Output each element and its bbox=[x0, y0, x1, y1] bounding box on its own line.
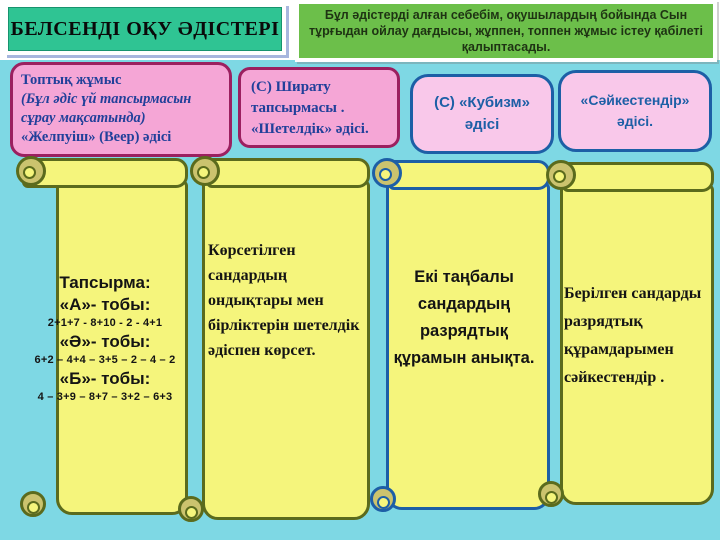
scroll-curl-top-icon bbox=[546, 160, 576, 190]
scroll-band bbox=[562, 162, 714, 192]
task-text: Екі таңбалы сандардың разрядтық құрамын … bbox=[393, 268, 535, 367]
scroll-curl-bottom-icon bbox=[370, 486, 396, 512]
method-card-line: «Шетелдік» әдісі. bbox=[251, 121, 369, 137]
method-card-title: Топтық жұмыс bbox=[21, 72, 122, 88]
group-b-label: «Б»- тобы: bbox=[59, 369, 151, 388]
method-card-group-work: Топтық жұмыс (Бұл әдіс үй тапсырмасын сұ… bbox=[10, 62, 232, 157]
group-ae-expression: 6+2 – 4+4 – 3+5 – 2 – 4 – 2 bbox=[34, 354, 176, 366]
scroll-band bbox=[206, 158, 370, 188]
scroll-body bbox=[386, 182, 550, 510]
scroll-curl-top-icon bbox=[190, 156, 220, 186]
intro-text: Бұл әдістерді алған себебім, оқушылардың… bbox=[309, 8, 703, 54]
task-scroll-4: Берілген сандарды разрядтық құрамдарымен… bbox=[538, 160, 714, 507]
task-title: Тапсырма: bbox=[59, 273, 151, 292]
scroll-curl-bottom-icon bbox=[178, 496, 204, 522]
method-card-cubism: (С) «Кубизм» әдісі bbox=[410, 74, 554, 154]
method-card-text: «Сәйкестендір» әдісі. bbox=[580, 92, 690, 129]
scroll-curl-bottom-icon bbox=[20, 491, 46, 517]
task-scroll-2: Көрсетілген сандардың ондықтары мен бірл… bbox=[178, 156, 370, 522]
task-scroll-3: Екі таңбалы сандардың разрядтық құрамын … bbox=[370, 158, 550, 512]
intro-box: Бұл әдістерді алған себебім, оқушылардың… bbox=[299, 4, 713, 58]
method-card-line: (С) Ширату тапсырмасы . bbox=[251, 79, 345, 116]
method-card-note: (Бұл әдіс үй тапсырмасын сұрау мақсатынд… bbox=[21, 91, 192, 126]
group-b-expression: 4 – 3+9 – 8+7 – 3+2 – 6+3 bbox=[37, 391, 173, 403]
intro-box-frame: Бұл әдістерді алған себебім, оқушылардың… bbox=[295, 0, 717, 62]
scroll-body bbox=[202, 180, 370, 520]
task-content: Тапсырма: «А»- тобы: 2+1+7 - 8+10 - 2 - … bbox=[22, 180, 188, 515]
scroll-curl-bottom-icon bbox=[538, 481, 564, 507]
scroll-body bbox=[56, 180, 188, 515]
method-card-warmup: (С) Ширату тапсырмасы . «Шетелдік» әдісі… bbox=[238, 67, 400, 148]
scroll-curl-top-icon bbox=[372, 158, 402, 188]
method-card-matching: «Сәйкестендір» әдісі. bbox=[558, 70, 712, 152]
task-scroll-1: Тапсырма: «А»- тобы: 2+1+7 - 8+10 - 2 - … bbox=[16, 156, 188, 517]
title-box: БЕЛСЕНДІ ОҚУ ӘДІСТЕРІ bbox=[8, 7, 282, 51]
method-card-method: «Желпуіш» (Веер) әдісі bbox=[21, 129, 172, 145]
method-card-text: (С) «Кубизм» әдісі bbox=[434, 94, 530, 133]
group-ae-label: «Ә»- тобы: bbox=[59, 332, 151, 351]
task-text: Көрсетілген сандардың ондықтары мен бірл… bbox=[208, 242, 360, 359]
group-a-expression: 2+1+7 - 8+10 - 2 - 4+1 bbox=[47, 317, 163, 329]
group-a-label: «А»- тобы: bbox=[59, 295, 151, 314]
scroll-band bbox=[22, 158, 188, 188]
title-box-frame: БЕЛСЕНДІ ОҚУ ӘДІСТЕРІ bbox=[4, 3, 286, 55]
task-text: Берілген сандарды разрядтық құрамдарымен… bbox=[564, 285, 702, 386]
page-title: БЕЛСЕНДІ ОҚУ ӘДІСТЕРІ bbox=[10, 17, 280, 40]
scroll-curl-top-icon bbox=[16, 156, 46, 186]
